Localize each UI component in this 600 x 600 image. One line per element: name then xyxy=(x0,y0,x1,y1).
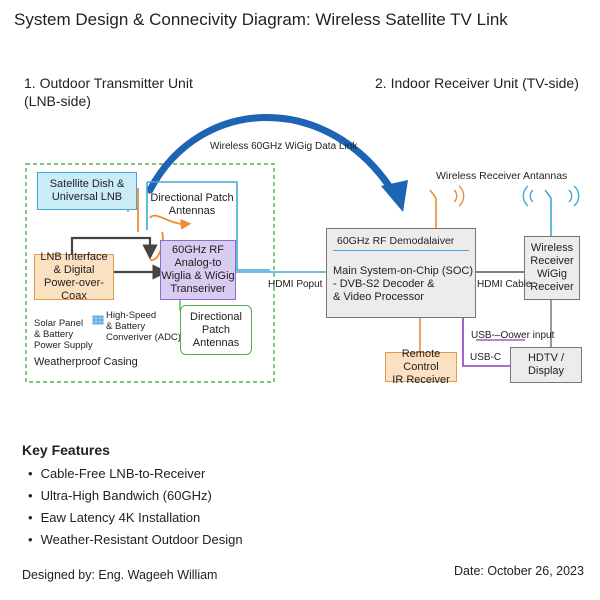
wireless-link-label: Wireless 60GHz WiGig Data Link xyxy=(210,141,358,152)
key-features-heading: Key Features xyxy=(22,442,110,458)
usb-power-label: USB-–Oower input xyxy=(471,330,555,341)
receiver-antennas-label: Wireless Receiver Antannas xyxy=(436,170,568,182)
soc-label: Main System-on-Chip (SOC)- DVB-S2 Decode… xyxy=(333,265,473,303)
outdoor-section-line2: (LNB-side) xyxy=(24,93,91,109)
feature-item: Cable-Free LNB-to-Receiver xyxy=(28,466,206,481)
usb-c-label: USB-C xyxy=(470,352,502,363)
hdmi-poput-label: HDMI Poput xyxy=(268,279,323,290)
feature-item: Eaw Latency 4K Installation xyxy=(28,510,201,525)
outdoor-section-title: 1. Outdoor Transmitter Unit (LNB-side) xyxy=(24,74,193,110)
hdtv-display-box: HDTV / Display xyxy=(510,347,582,383)
feature-item: Ultra-High Bandwich (60GHz) xyxy=(28,488,212,503)
page-title: System Design & Connecivity Diagram: Wir… xyxy=(14,10,508,29)
weatherproof-casing-label: Weatherproof Casing xyxy=(34,356,138,368)
wireless-link-arrowhead xyxy=(381,180,408,212)
outdoor-section-line1: 1. Outdoor Transmitter Unit xyxy=(24,75,193,91)
hdmi-cable-label: HDMI Cable xyxy=(477,279,532,290)
satellite-dish-box: Satellite Dish &Universal LNB xyxy=(37,172,137,210)
wireless-link-arc xyxy=(146,114,399,199)
indoor-section-title: 2. Indoor Receiver Unit (TV-side) xyxy=(375,75,579,91)
feature-item: Weather-Resistant Outdoor Design xyxy=(28,532,243,547)
demod-label: 60GHz RF Demodalaiver xyxy=(337,235,455,247)
indoor-main-unit: 60GHz RF Demodalaiver Main System-on-Chi… xyxy=(326,228,476,318)
outdoor-enclosure xyxy=(25,163,275,383)
diagram-date: Date: October 26, 2023 xyxy=(454,564,584,578)
designer-credit: Designed by: Eng. Wageeh William xyxy=(22,568,218,582)
